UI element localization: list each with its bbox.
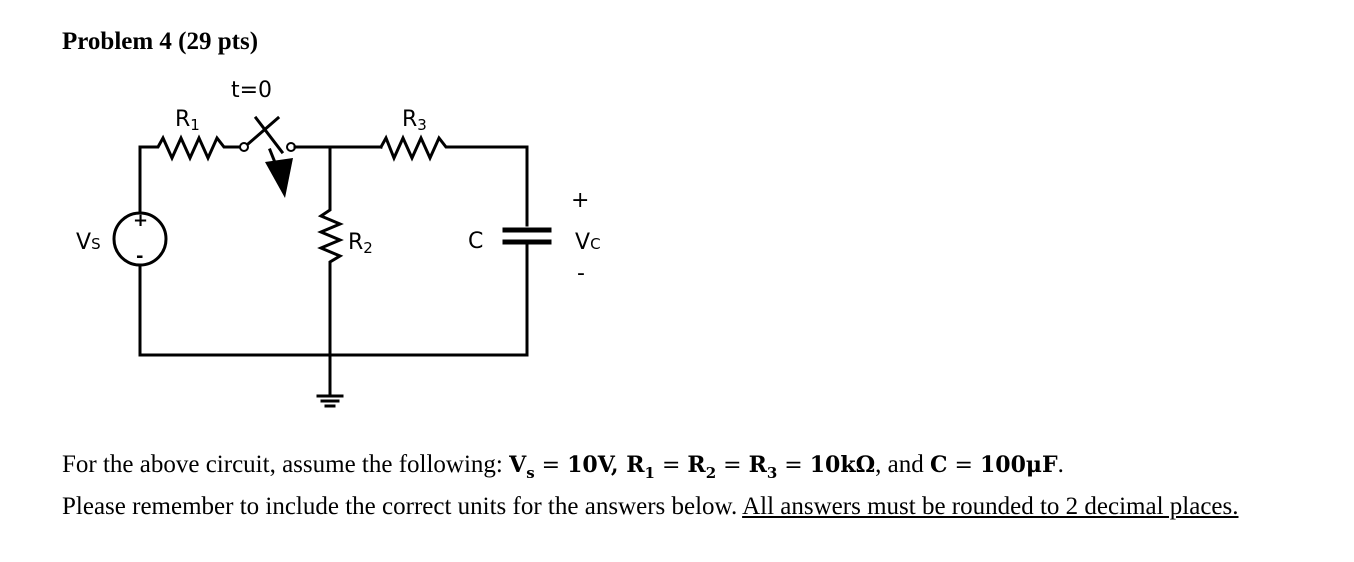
label-vc-plus: + bbox=[571, 188, 589, 213]
label-vc: VC bbox=[575, 230, 601, 255]
label-c: C bbox=[468, 229, 483, 254]
units-reminder: Please remember to include the correct u… bbox=[62, 493, 743, 520]
switch-cross bbox=[253, 115, 285, 155]
switch-arrow-head bbox=[265, 158, 293, 198]
problem-statement: For the above circuit, assume the follow… bbox=[62, 451, 1239, 520]
switch-left-contact bbox=[239, 142, 249, 152]
resistor-r3 bbox=[378, 134, 529, 227]
label-r2: R2 bbox=[348, 230, 373, 257]
label-vs: VS bbox=[76, 230, 101, 255]
source-minus: - bbox=[136, 246, 143, 267]
source-plus: + bbox=[133, 210, 148, 231]
label-r1: R1 bbox=[175, 107, 200, 134]
switch-time-label: t=0 bbox=[231, 78, 272, 103]
ground-icon bbox=[316, 394, 344, 408]
resistor-r2 bbox=[317, 145, 344, 357]
c-equation: C = 100μF. bbox=[930, 451, 1064, 478]
label-r3: R3 bbox=[402, 107, 427, 134]
rounding-instruction: All answers must be rounded to 2 decimal… bbox=[742, 493, 1239, 520]
problem-title: Problem 4 (29 pts) bbox=[62, 28, 259, 55]
resistor-r1 bbox=[138, 134, 242, 162]
switch-blade bbox=[245, 115, 281, 147]
r-equation: R1 = R2 = R3 = 10kΩ bbox=[626, 452, 876, 482]
circuit-diagram: + - t=0 VS R1 R2 R3 C + VC - bbox=[76, 78, 601, 408]
label-vc-minus: - bbox=[577, 261, 585, 286]
vs-equation: Vs = 10V, bbox=[509, 452, 627, 482]
intro-text: For the above circuit, assume the follow… bbox=[62, 451, 510, 478]
